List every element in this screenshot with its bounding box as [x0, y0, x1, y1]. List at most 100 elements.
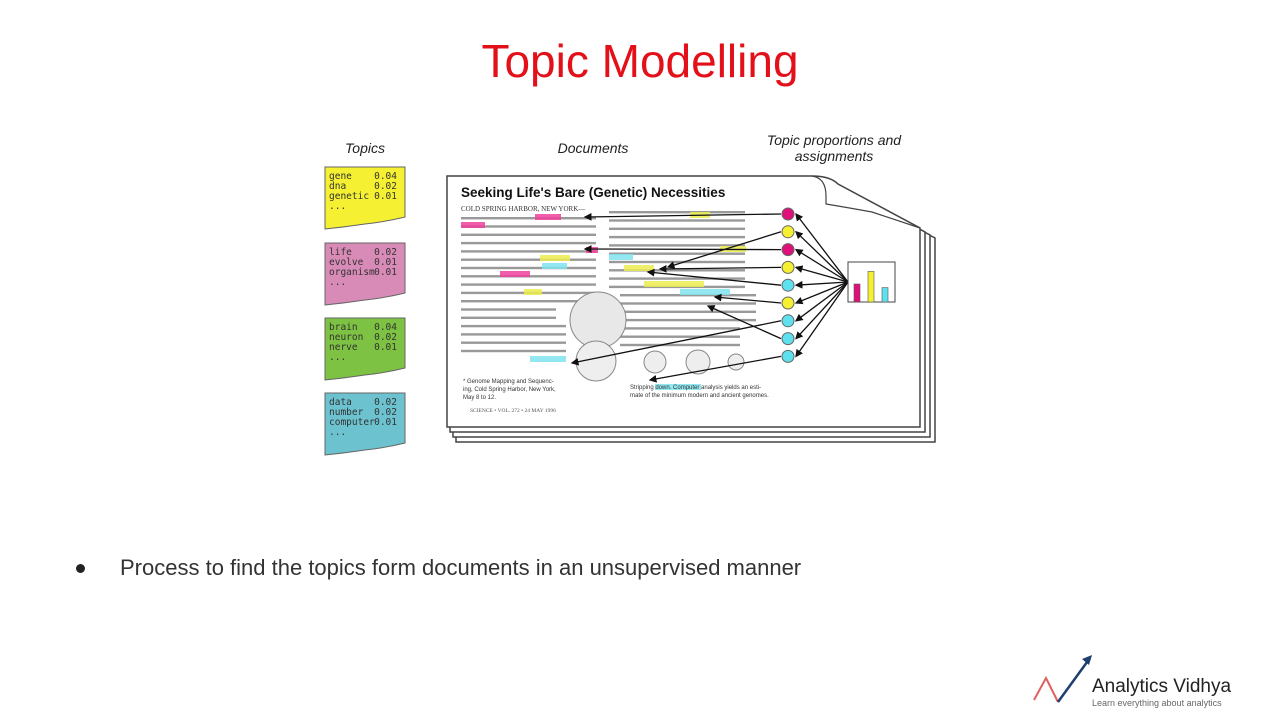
genome-circle	[569, 291, 627, 349]
document-stack	[446, 175, 936, 443]
assignment-dots	[781, 207, 795, 363]
assignment-arrow	[570, 320, 782, 366]
text-line	[620, 294, 756, 297]
topic-assignment-dot	[781, 332, 795, 346]
assignment-arrows	[570, 212, 849, 383]
word-highlight	[680, 289, 730, 295]
proportions-label-2: assignments	[795, 148, 874, 164]
text-line	[461, 250, 596, 253]
topic-word: dna	[329, 181, 346, 192]
topic-assignment-dot	[781, 207, 795, 221]
topic-word: computer	[329, 417, 375, 428]
text-line	[609, 260, 745, 264]
text-line	[461, 233, 596, 236]
topic-word-probability: 0.04	[374, 171, 397, 182]
bullet-icon	[76, 563, 85, 573]
text-line	[609, 277, 745, 280]
topic-word: genetic	[329, 191, 369, 202]
topic-word: organism	[329, 267, 375, 278]
proportion-bar	[881, 287, 889, 303]
topic-more: ...	[329, 277, 346, 288]
text-line	[620, 335, 740, 338]
word-highlight	[540, 255, 570, 261]
text-line	[461, 217, 596, 220]
proportion-arrow	[794, 281, 849, 305]
proportion-arrow	[794, 265, 849, 283]
topic-word-probability: 0.01	[374, 191, 397, 202]
text-line	[461, 241, 596, 245]
text-line	[461, 341, 566, 344]
proportion-arrow	[794, 280, 849, 289]
assignment-arrow	[706, 305, 782, 340]
proportion-arrow	[795, 281, 849, 358]
word-highlight	[535, 214, 561, 220]
topic-assignment-dot	[781, 296, 795, 310]
genome-circle	[727, 353, 745, 371]
text-line	[609, 252, 745, 255]
genome-circle	[685, 349, 711, 375]
documents-label: Documents	[558, 140, 629, 156]
word-highlight	[655, 384, 701, 390]
text-line	[620, 302, 756, 305]
topic-word-probability: 0.02	[374, 397, 397, 408]
text-line	[620, 327, 740, 330]
proportion-arrow	[795, 230, 849, 283]
proportion-bar	[853, 283, 861, 303]
assignment-arrow	[713, 293, 782, 304]
proportion-arrow	[794, 281, 849, 322]
proportion-arrow	[795, 281, 849, 340]
genome-circle	[643, 350, 667, 374]
topic-word-probability: 0.02	[374, 332, 397, 343]
slide-title: Topic Modelling	[481, 35, 799, 87]
text-line	[620, 310, 756, 313]
text-line	[609, 211, 745, 214]
assignment-arrow	[648, 355, 782, 383]
topic-more: ...	[329, 427, 346, 438]
footnote-line: ing, Cold Spring Harbor, New York,	[463, 387, 556, 393]
word-highlight	[586, 247, 598, 253]
topic-word: life	[329, 247, 352, 258]
footnote-line: * Genome Mapping and Sequenc-	[463, 379, 554, 385]
topic-word-probability: 0.01	[374, 342, 397, 353]
text-line	[609, 227, 745, 230]
word-highlight	[461, 222, 485, 228]
proportion-bar	[867, 271, 875, 303]
text-line	[461, 333, 566, 336]
bullet-item: Process to find the topics form document…	[76, 555, 801, 581]
topic-word-probability: 0.01	[374, 257, 397, 268]
topic-assignment-dot	[781, 225, 795, 239]
topic-word: neuron	[329, 332, 363, 343]
assignment-arrow	[658, 265, 782, 273]
logo-tagline: Learn everything about analytics	[1092, 698, 1222, 708]
topic-assignment-dot	[781, 314, 795, 328]
topic-word: brain	[329, 322, 358, 333]
figure-caption: Stripping down. Computer analysis yields…	[630, 385, 761, 391]
word-highlight	[524, 289, 542, 295]
text-line	[609, 269, 745, 272]
assignment-arrow	[646, 268, 782, 286]
topic-assignment-dot	[781, 278, 795, 292]
topic-word-probability: 0.01	[374, 267, 397, 278]
text-line	[620, 318, 756, 322]
topic-word: data	[329, 397, 352, 408]
topic-word-probability: 0.02	[374, 247, 397, 258]
logo-arrow-icon	[1033, 655, 1092, 703]
proportions-label-1: Topic proportions and	[767, 132, 902, 148]
text-line	[461, 258, 596, 261]
word-highlight	[624, 265, 654, 271]
topic-word-probability: 0.02	[374, 407, 397, 418]
text-line	[461, 316, 556, 319]
word-highlight	[609, 254, 633, 260]
word-highlight	[542, 263, 567, 269]
topic-more: ...	[329, 201, 346, 212]
logo-name: Analytics Vidhya	[1092, 676, 1232, 697]
topic-word-probability: 0.01	[374, 417, 397, 428]
topic-word: nerve	[329, 342, 358, 353]
word-highlight	[644, 281, 704, 287]
text-line	[461, 308, 556, 311]
topic-word: number	[329, 407, 364, 418]
